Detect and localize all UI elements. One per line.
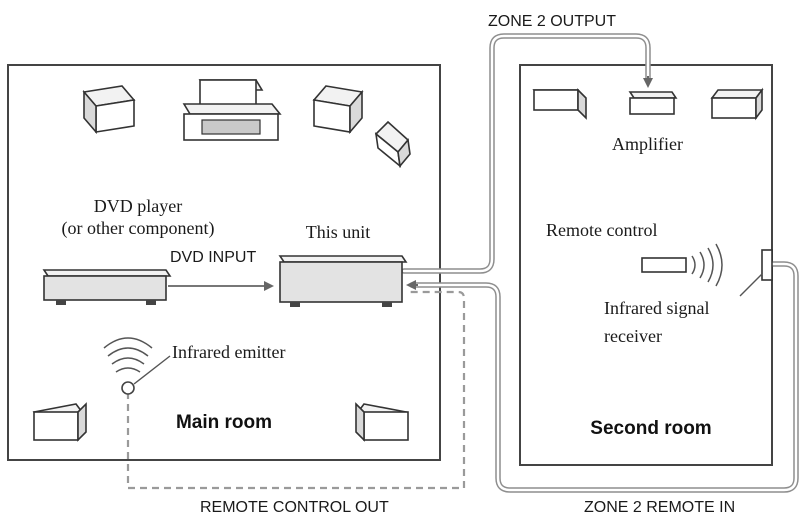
- remote-control-out-cable: [126, 290, 466, 490]
- remote-control-device: [641, 243, 723, 287]
- label-this-unit: This unit: [306, 222, 371, 242]
- label-remote-control: Remote control: [546, 220, 657, 240]
- label-infrared-signal-line1: Infrared signal: [604, 298, 709, 318]
- speaker-front-right: [312, 85, 364, 135]
- label-amplifier: Amplifier: [612, 134, 683, 154]
- zone2-speaker-left: [532, 88, 587, 120]
- dvd-player: [42, 269, 172, 305]
- label-dvd-input: DVD INPUT: [170, 249, 256, 266]
- label-remote-control-out: REMOTE CONTROL OUT: [200, 499, 389, 516]
- speaker-front-left: [82, 85, 136, 135]
- label-main-room: Main room: [176, 412, 272, 433]
- speaker-center: [182, 79, 282, 141]
- label-infrared-emitter: Infrared emitter: [172, 342, 285, 362]
- infrared-emitter: [103, 337, 171, 395]
- label-dvd-player-line2: (or other component): [62, 218, 215, 239]
- infrared-signal-receiver: [739, 249, 773, 297]
- zone2-speaker-right: [710, 87, 764, 121]
- label-zone2-remote-in: ZONE 2 REMOTE IN: [584, 499, 735, 516]
- label-infrared-signal-line2: receiver: [604, 326, 662, 346]
- amplifier-device: [628, 91, 678, 115]
- zone2-remote-in-cable: [406, 261, 799, 493]
- zone2-output-cable: [401, 33, 653, 274]
- speaker-subwoofer-angled: [374, 120, 411, 168]
- speaker-surround-left: [32, 402, 87, 442]
- label-second-room: Second room: [590, 418, 711, 439]
- speaker-surround-right: [355, 402, 409, 442]
- label-dvd-player-line1: DVD player: [94, 196, 182, 216]
- label-zone2-output: ZONE 2 OUTPUT: [488, 13, 616, 30]
- this-unit-receiver: [278, 255, 408, 307]
